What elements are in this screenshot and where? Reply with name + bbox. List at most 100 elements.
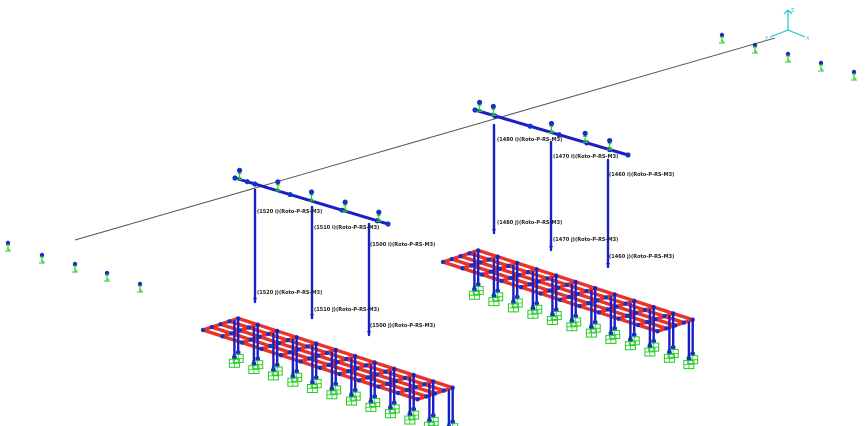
right-grid-node: [499, 278, 504, 284]
left-beam-support-icon: [274, 184, 281, 192]
support-cross: [586, 329, 597, 338]
far-right-node: [719, 32, 725, 38]
left-grid-node: [285, 338, 291, 343]
right-beam-support-icon: [606, 143, 613, 151]
right-leg-foot-node: [592, 319, 598, 325]
support-cross: [605, 335, 616, 344]
right-grid-node: [547, 288, 552, 293]
right-beam-node: [556, 132, 562, 138]
left-beam-top-node: [236, 167, 243, 173]
right-leg-support-icon: [663, 353, 675, 363]
left-grid-node: [305, 344, 310, 349]
support-glyph: [818, 64, 824, 72]
support-glyph: [606, 143, 613, 151]
right-leg-foot-node: [608, 331, 614, 336]
far-right-node: [851, 69, 857, 75]
left-beam-node: [287, 191, 293, 198]
right-grid-node: [538, 291, 543, 296]
left-grid-node: [402, 375, 408, 381]
left-grid-node: [307, 356, 312, 361]
far-supports: [5, 32, 857, 293]
right-leg-support-icon: [644, 347, 656, 357]
right-grid-node: [506, 263, 511, 269]
left-leg-foot-node: [391, 400, 397, 406]
right-beam-node: [625, 152, 631, 158]
left-grid-node: [229, 331, 234, 336]
right-beam-node: [472, 107, 478, 113]
left-grid-node: [365, 375, 370, 380]
support-glyph: [490, 108, 497, 116]
left-grid-node: [218, 322, 223, 327]
left-grid-node: [209, 324, 214, 330]
right-grid-node: [508, 275, 513, 281]
far-left-node: [137, 281, 143, 287]
right-grid-node: [681, 320, 687, 325]
right-leg-foot-node: [647, 343, 653, 349]
left-grid-node: [356, 378, 362, 383]
left-leg-foot-node: [430, 413, 436, 418]
left-leg-foot-node: [352, 387, 358, 393]
axis-y-label: Y: [764, 36, 769, 42]
left-beam-support-icon: [236, 172, 243, 180]
right-leg-foot-node: [534, 300, 540, 306]
support-glyph: [342, 204, 349, 212]
far-left-support-icon: [72, 265, 78, 273]
support-cross: [424, 422, 435, 426]
left-grid-node: [415, 397, 420, 402]
left-beam-top-node: [376, 209, 382, 215]
left-leg-foot-node: [368, 399, 374, 404]
right-grid-node: [460, 266, 465, 271]
far-left-node: [104, 270, 110, 276]
left-grid-node: [376, 384, 381, 389]
far-right-node: [818, 60, 824, 66]
left-grid-node: [298, 359, 303, 364]
right-grid-node: [596, 310, 602, 315]
right-grid-node: [664, 326, 669, 331]
left-grid-node: [259, 346, 264, 352]
hanger-1470-arrow: [549, 246, 553, 250]
far-right-node: [785, 51, 791, 57]
support-cross: [566, 322, 577, 331]
left-leg-support-icon: [326, 390, 338, 400]
right-grid-node: [644, 319, 649, 325]
left-leg-foot-node: [450, 419, 456, 425]
support-glyph: [5, 244, 11, 252]
left-leg-foot-node: [411, 406, 417, 412]
far-left-support-icon: [137, 285, 143, 293]
left-grid-node: [268, 343, 273, 349]
right-leg-support-icon: [507, 303, 519, 313]
right-grid-node: [449, 256, 454, 262]
right-grid-node: [545, 276, 550, 281]
member-label-1520j: (1520 j)(Roto-P-RS-M3): [257, 290, 322, 296]
right-leg-foot-node: [628, 337, 633, 343]
right-beam-top-node: [607, 138, 613, 144]
support-cross: [385, 409, 396, 418]
right-grid-node: [584, 288, 589, 294]
support-cross: [664, 354, 675, 363]
right-grid-node: [525, 270, 531, 275]
right-grid-node: [662, 314, 667, 319]
hangers: [253, 123, 610, 337]
right-leg-foot-node: [612, 326, 618, 331]
support-cross: [248, 365, 259, 374]
right-grid-node: [603, 295, 609, 300]
right-grid-node: [440, 259, 446, 265]
right-grid-node: [566, 294, 571, 300]
support-glyph: [274, 184, 281, 192]
left-beam-support-icon: [375, 214, 382, 222]
right-beam-support-icon: [582, 135, 589, 143]
left-leg-support-icon: [267, 371, 279, 381]
right-beam-top-node: [476, 99, 483, 105]
grid-legs: [228, 249, 699, 426]
right-leg-foot-node: [472, 286, 477, 292]
right-leg-foot-node: [573, 313, 579, 319]
hanger-1460-arrow: [606, 263, 610, 267]
right-leg-foot-node: [686, 356, 692, 361]
left-beam-support-icon: [342, 204, 349, 212]
right-grid-node: [586, 301, 591, 306]
left-grid-node: [317, 365, 323, 370]
left-grid-node: [324, 350, 330, 355]
support-cross: [508, 303, 519, 312]
right-grid-long-member: [458, 254, 677, 328]
